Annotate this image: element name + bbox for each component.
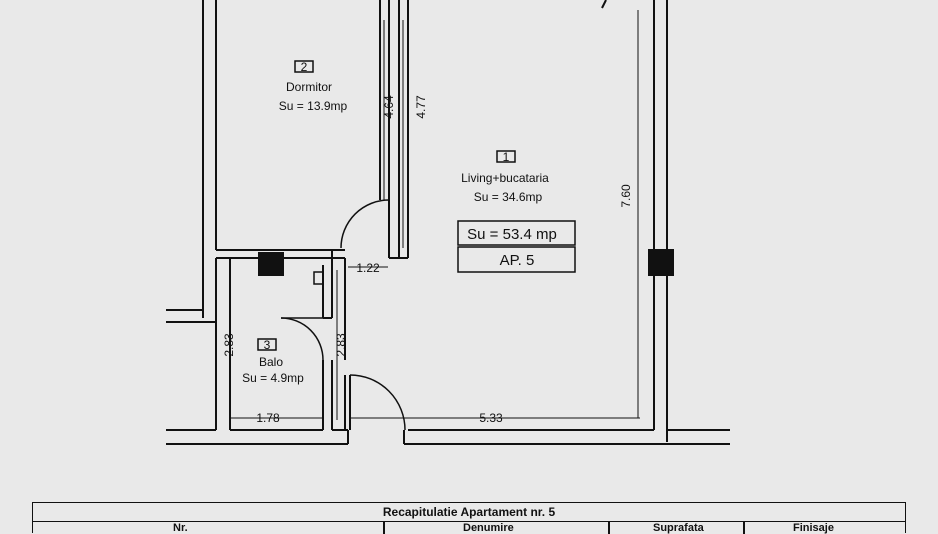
- summary-area-box: [457, 220, 576, 246]
- column-separator: [383, 522, 385, 534]
- shaft-block: [258, 252, 284, 276]
- room-area-dormitor: Su = 13.9mp: [279, 99, 348, 113]
- summary-apartment: AP. 5: [500, 252, 535, 269]
- room-number-box: [496, 150, 516, 163]
- recap-table-header: Nr. Denumire Suprafata Finisaje: [33, 522, 905, 534]
- column-separator: [743, 522, 745, 534]
- dimension-label: 2.83: [334, 333, 348, 357]
- room-number-box: [294, 60, 314, 73]
- room-area-living: Su = 34.6mp: [474, 190, 543, 204]
- dimension-label: 2.83: [222, 333, 236, 357]
- recap-table-title: Recapitulatie Apartament nr. 5: [33, 503, 905, 522]
- dimension-label: 5.33: [479, 411, 503, 425]
- column-header: Finisaje: [793, 522, 834, 534]
- small-shaft: [313, 271, 324, 285]
- room-number: 1: [503, 150, 510, 164]
- summary-area: Su = 53.4 mp: [467, 226, 557, 243]
- room-number: 2: [301, 60, 308, 74]
- column-header: Nr.: [173, 522, 188, 534]
- dimension-label: 4.64: [382, 95, 396, 119]
- column-header: Suprafata: [653, 522, 704, 534]
- dimension-label: 4.77: [414, 95, 428, 119]
- summary-apartment-box: [457, 246, 576, 273]
- recap-table: Recapitulatie Apartament nr. 5 Nr. Denum…: [32, 502, 906, 534]
- room-name-balo: Balo: [259, 355, 283, 369]
- dimension-label: 1.22: [356, 261, 380, 275]
- dimension-label: 7.60: [619, 184, 633, 208]
- column-header: Denumire: [463, 522, 514, 534]
- column-separator: [608, 522, 610, 534]
- room-name-dormitor: Dormitor: [286, 80, 332, 94]
- dimension-label: 1.78: [256, 411, 280, 425]
- room-name-living: Living+bucataria: [461, 171, 549, 185]
- room-number: 3: [264, 338, 271, 352]
- room-area-balo: Su = 4.9mp: [242, 371, 304, 385]
- column-block: [648, 249, 674, 276]
- room-number-box: [257, 338, 277, 351]
